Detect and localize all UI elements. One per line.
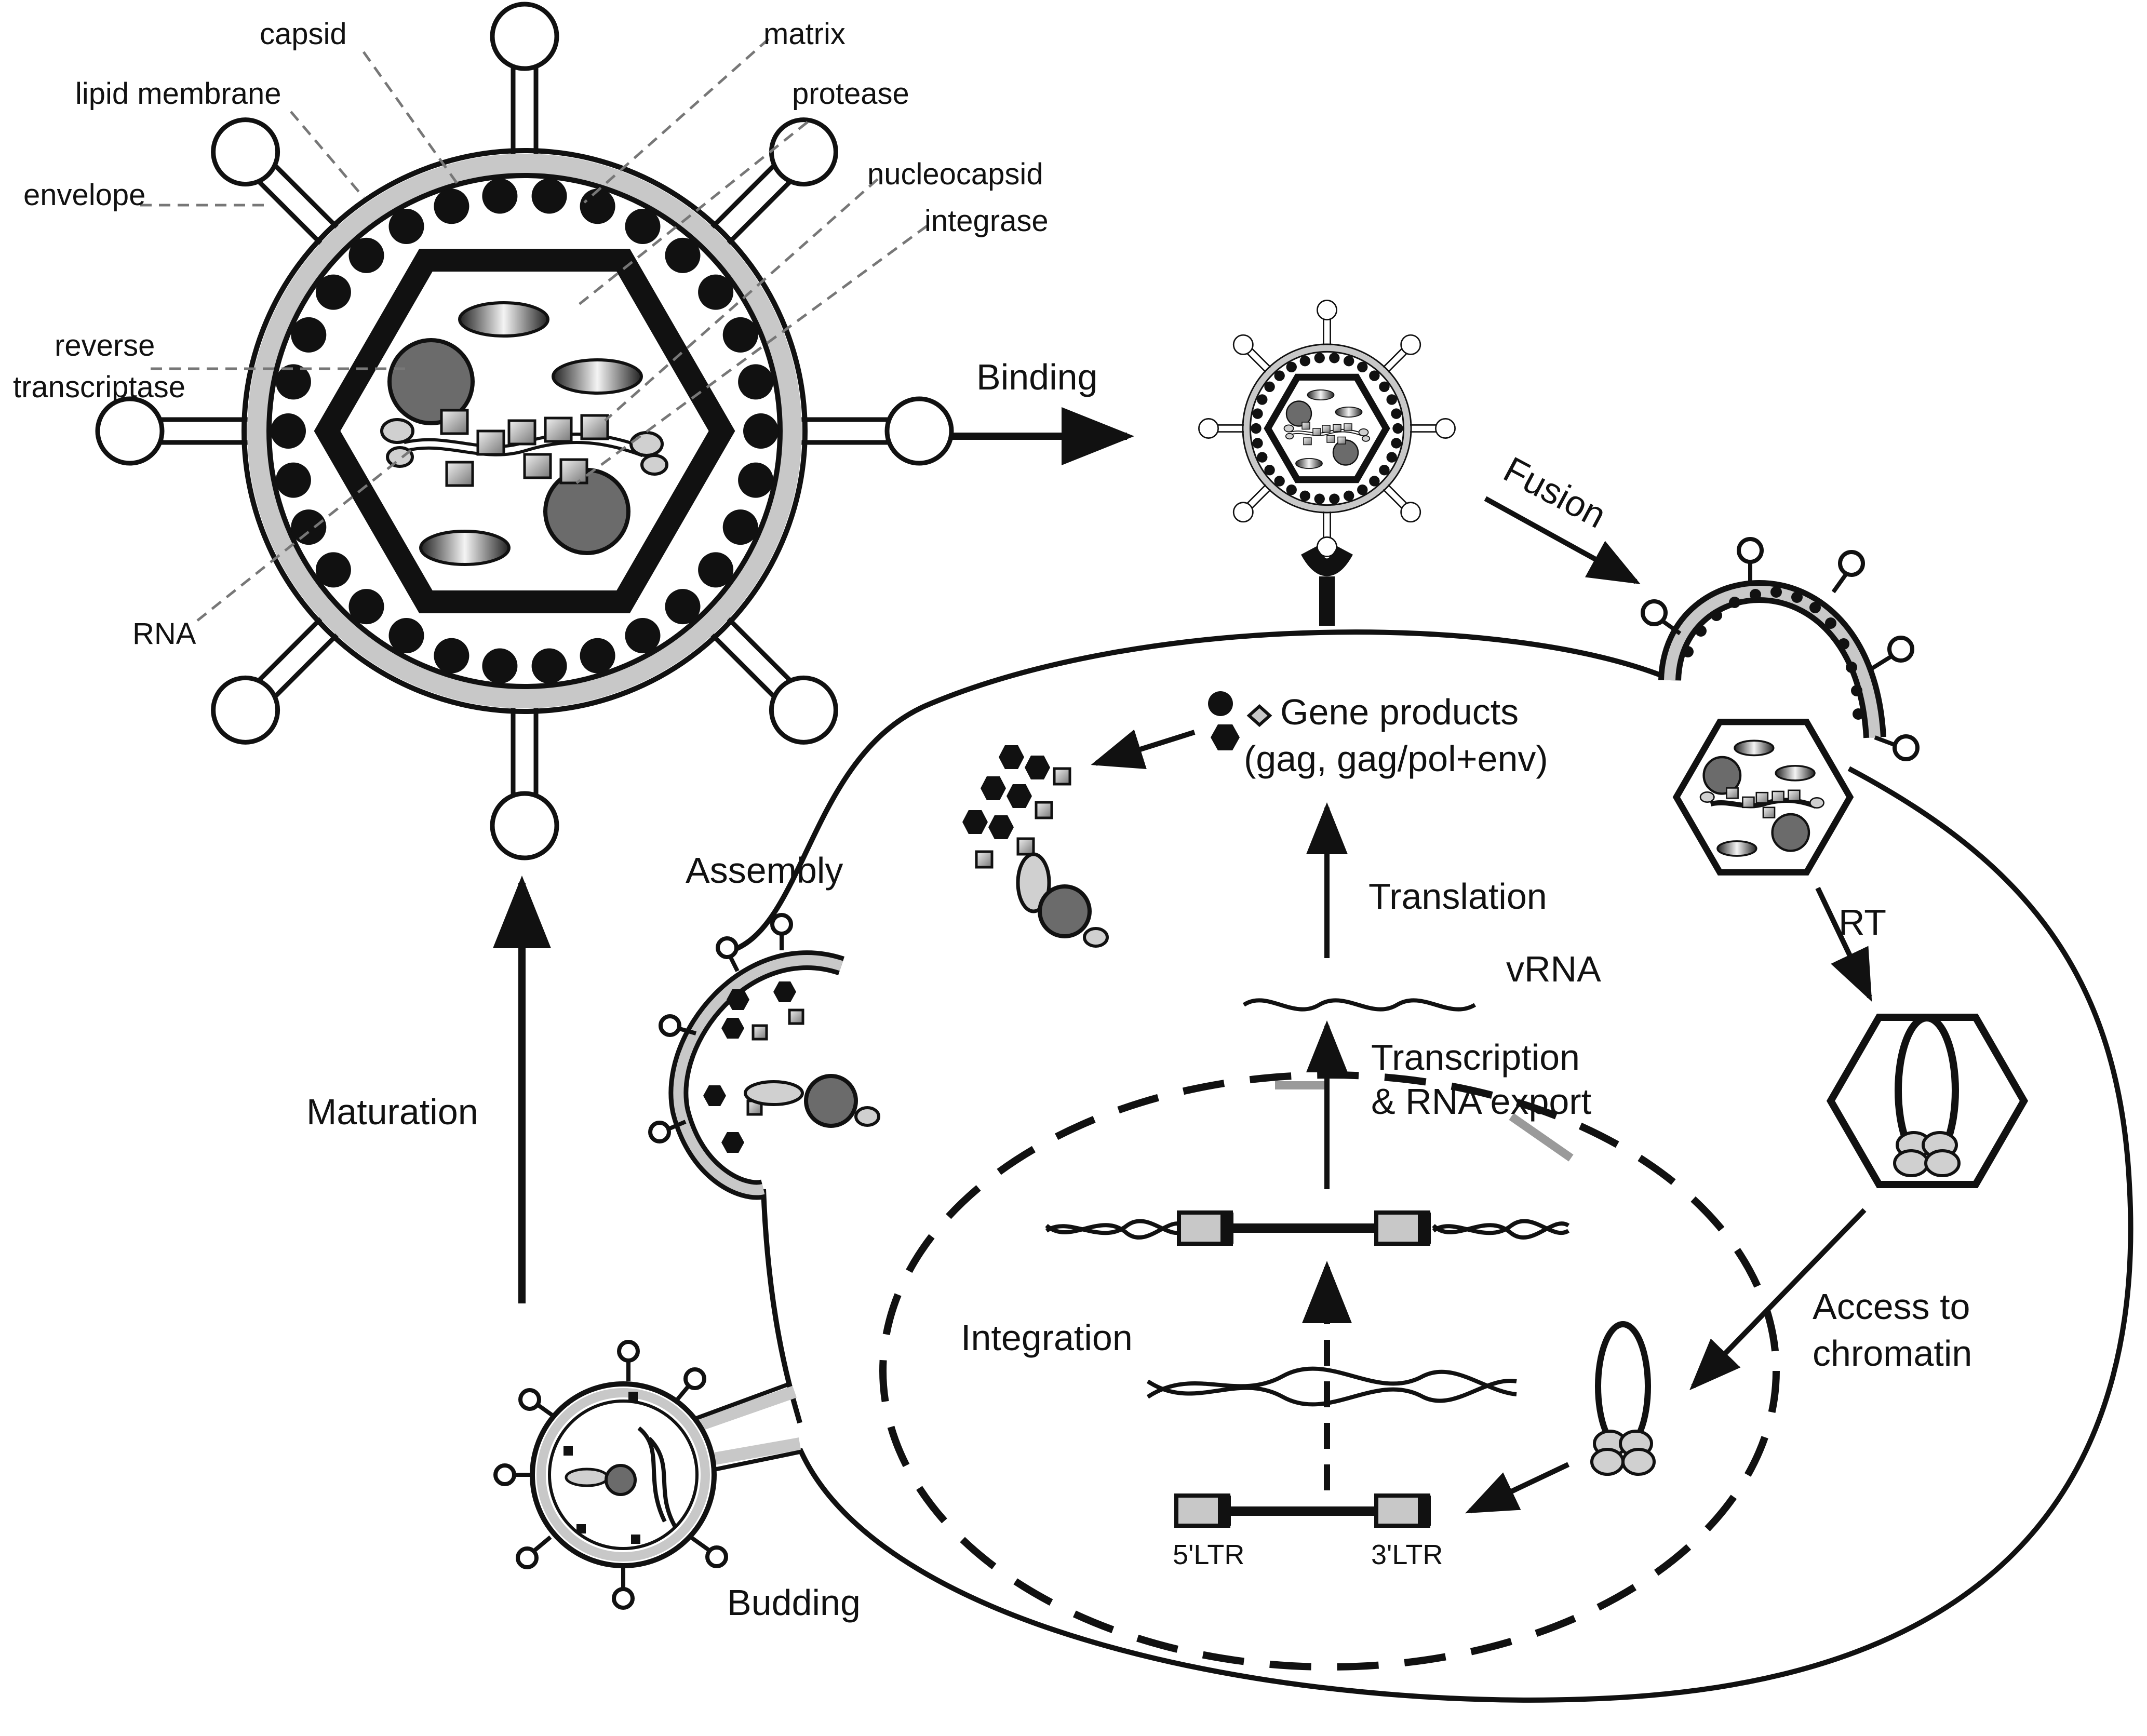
label-5-ltr: 5'LTR [1173,1539,1244,1570]
to-assembly-arrow [1091,729,1196,770]
access-arrow [1689,1208,1867,1391]
label-rna: RNA [132,617,196,651]
label-rna-export: & RNA export [1371,1081,1591,1122]
binding-virion [1199,300,1455,556]
label-integration: Integration [961,1317,1133,1358]
cell-membrane [731,629,2133,1703]
label-binding: Binding [976,357,1098,397]
label-protease: protease [792,77,909,111]
label-nucleocapsid: nucleocapsid [867,157,1043,191]
label-access-to: Access to [1813,1286,1970,1327]
fusion-membrane [1641,537,1920,761]
label-gene-products: Gene products [1280,692,1519,732]
preintegration-complex [1826,1014,2029,1188]
label-maturation: Maturation [306,1092,478,1132]
assembly-bud [648,913,880,1200]
gene-products-icons [1208,691,1272,750]
label-reverse: reverse [55,329,155,362]
label-3-ltr: 3'LTR [1371,1539,1443,1570]
provirus-dna [1174,1493,1431,1528]
budding-virion [493,1340,803,1610]
label-chromatin: chromatin [1813,1333,1972,1374]
label-fusion: Fusion [1497,449,1613,536]
label-budding: Budding [727,1582,861,1623]
label-capsid: capsid [260,17,347,51]
fusion-arrow [1484,496,1641,584]
integrated-provirus [1045,1210,1570,1246]
vrna-strand [1242,998,1477,1012]
chromatin-complex [1590,1321,1656,1476]
label-gene-products-list: (gag, gag/pol+env) [1244,738,1548,779]
label-integrase: integrase [924,204,1049,238]
released-capsid [1672,719,1854,876]
large-virion [98,4,951,858]
label-matrix: matrix [763,17,846,51]
label-translation: Translation [1368,876,1547,917]
label-leaders [140,38,928,622]
label-transcriptase: transcriptase [13,370,185,404]
rna-export-pore [1275,1081,1574,1162]
host-chromatin [1146,1366,1517,1407]
label-rt: RT [1839,902,1886,943]
label-envelope: envelope [23,178,145,212]
gag-assembly-cluster [962,745,1109,948]
cell-receptor [1301,546,1353,626]
label-transcription: Transcription [1371,1037,1580,1078]
rt-arrow [1815,886,1872,1002]
label-vrna: vRNA [1506,949,1601,989]
integration-entry-arrow [1465,1462,1570,1514]
label-lipid-membrane: lipid membrane [75,77,281,111]
label-assembly: Assembly [686,850,843,891]
